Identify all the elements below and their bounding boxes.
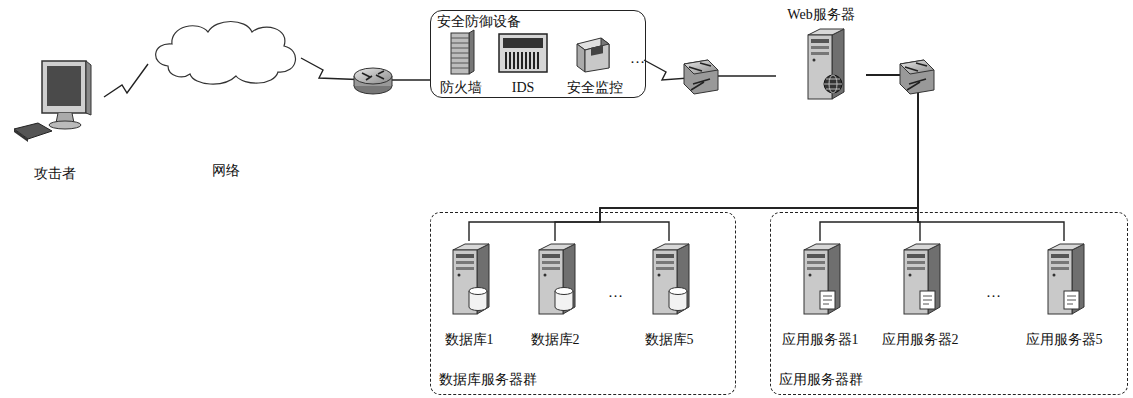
- ids-icon: [496, 31, 550, 75]
- device-label: 应用服务器2: [882, 331, 959, 348]
- cloud-icon: [148, 14, 303, 90]
- app-icon: [898, 241, 942, 317]
- pc-icon: [12, 57, 94, 145]
- network-link: [469, 75, 918, 241]
- device-node: 网络: [148, 8, 303, 180]
- device-node: 数据库5: [637, 241, 701, 349]
- device-label: 应用服务器1: [782, 331, 859, 348]
- device-node: 应用服务器1: [773, 241, 867, 349]
- ellipsis-label: …: [630, 50, 645, 66]
- device-label: 安全监控: [567, 79, 623, 96]
- device-node: 应用服务器2: [873, 241, 967, 349]
- device-label: 数据库5: [645, 331, 694, 348]
- device-label: Web服务器: [787, 6, 854, 23]
- device-node: IDS: [493, 29, 553, 97]
- device-label: 数据库1: [445, 331, 494, 348]
- device-label: IDS: [512, 79, 535, 96]
- device-node: Web服务器: [776, 6, 866, 100]
- device-label: 网络: [212, 162, 240, 179]
- ellipsis-label: …: [986, 284, 1001, 300]
- db-icon: [647, 241, 691, 317]
- network-link: [555, 75, 918, 241]
- db-icon: [533, 241, 577, 317]
- device-node: 应用服务器5: [1017, 241, 1111, 349]
- app-icon: [798, 241, 842, 317]
- device-node: 数据库1: [437, 241, 501, 349]
- group-box: 应用服务器群应用服务器1 应用服务器2 应用服务器5: [770, 212, 1128, 395]
- device-node: 防火墙: [437, 29, 485, 97]
- network-link: [104, 64, 148, 97]
- db-icon: [447, 241, 491, 317]
- network-link: [866, 75, 1064, 241]
- device-node: 攻击者: [6, 55, 104, 183]
- web-icon: [802, 26, 846, 102]
- group-box: 数据库服务器群 数据库1 数据库2 数据库5: [430, 212, 736, 395]
- group-box: 安全防御设备防火墙 IDS 安全监控: [430, 10, 646, 98]
- group-title: 应用服务器群: [779, 371, 863, 388]
- fw-icon: [447, 29, 475, 75]
- mon-icon: [571, 30, 613, 74]
- network-link: [600, 75, 918, 241]
- device-label: 防火墙: [440, 79, 482, 96]
- group-title: 安全防御设备: [437, 13, 521, 30]
- device-label: 应用服务器5: [1026, 331, 1103, 348]
- app-icon: [1042, 241, 1086, 317]
- device-label: 数据库2: [531, 331, 580, 348]
- device-node: 安全监控: [561, 29, 629, 97]
- device-node: 数据库2: [523, 241, 587, 349]
- ellipsis-label: …: [608, 284, 623, 300]
- switch: [900, 60, 934, 94]
- network-link: [866, 75, 920, 241]
- group-title: 数据库服务器群: [439, 371, 537, 388]
- device-label: 攻击者: [34, 165, 76, 182]
- switch: [684, 60, 718, 94]
- network-link: [820, 75, 918, 241]
- router: [354, 68, 392, 94]
